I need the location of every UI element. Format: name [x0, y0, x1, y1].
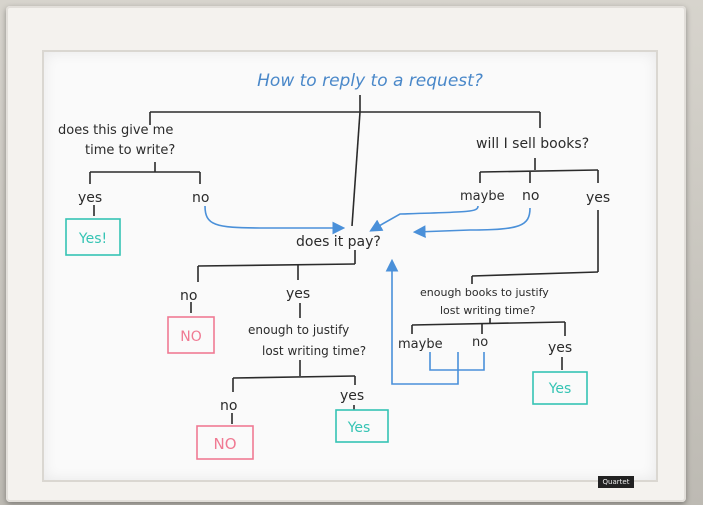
answer-maybe-books: maybe — [398, 337, 443, 352]
ink-connectors — [89, 95, 599, 424]
answer-yes-time: yes — [340, 388, 364, 404]
answer-no-pay: no — [180, 288, 197, 304]
answer-no-books: no — [472, 335, 488, 350]
question-enough-books-line1: enough books to justify — [420, 286, 549, 299]
result-box-yes-books: Yes — [532, 371, 588, 405]
question-write-line2: time to write? — [85, 143, 175, 158]
question-sell: will I sell books? — [476, 136, 589, 152]
answer-yes-sell: yes — [586, 190, 610, 206]
answer-maybe-sell: maybe — [460, 189, 505, 204]
answer-yes-pay: yes — [286, 286, 310, 302]
result-box-yes-write: Yes! — [65, 218, 121, 256]
question-enough-books-line2: lost writing time? — [440, 304, 536, 317]
answer-yes-books: yes — [548, 340, 572, 356]
result-no-time-label: NO — [213, 435, 236, 453]
answer-yes-write: yes — [78, 190, 102, 206]
blue-arrows — [204, 205, 531, 385]
question-pay: does it pay? — [296, 234, 381, 250]
question-write-line1: does this give me — [58, 123, 173, 138]
question-enough-time-line1: enough to justify — [248, 323, 349, 337]
brand-badge: Quartet — [598, 476, 634, 488]
diagram-title: How to reply to a request? — [257, 71, 483, 91]
result-yes-books-label: Yes — [548, 381, 572, 397]
answer-no-sell: no — [522, 188, 539, 204]
whiteboard-frame — [6, 6, 686, 502]
result-yes-time-label: Yes — [347, 420, 371, 436]
answer-no-time: no — [220, 398, 237, 414]
result-yes-write-label: Yes! — [78, 231, 107, 247]
result-box-no-pay: NO — [167, 316, 215, 354]
answer-no-write: no — [192, 190, 209, 206]
result-box-no-time: NO — [196, 425, 254, 460]
result-box-yes-time: Yes — [335, 409, 389, 443]
question-enough-time-line2: lost writing time? — [262, 344, 366, 358]
result-no-pay-label: NO — [180, 329, 202, 345]
